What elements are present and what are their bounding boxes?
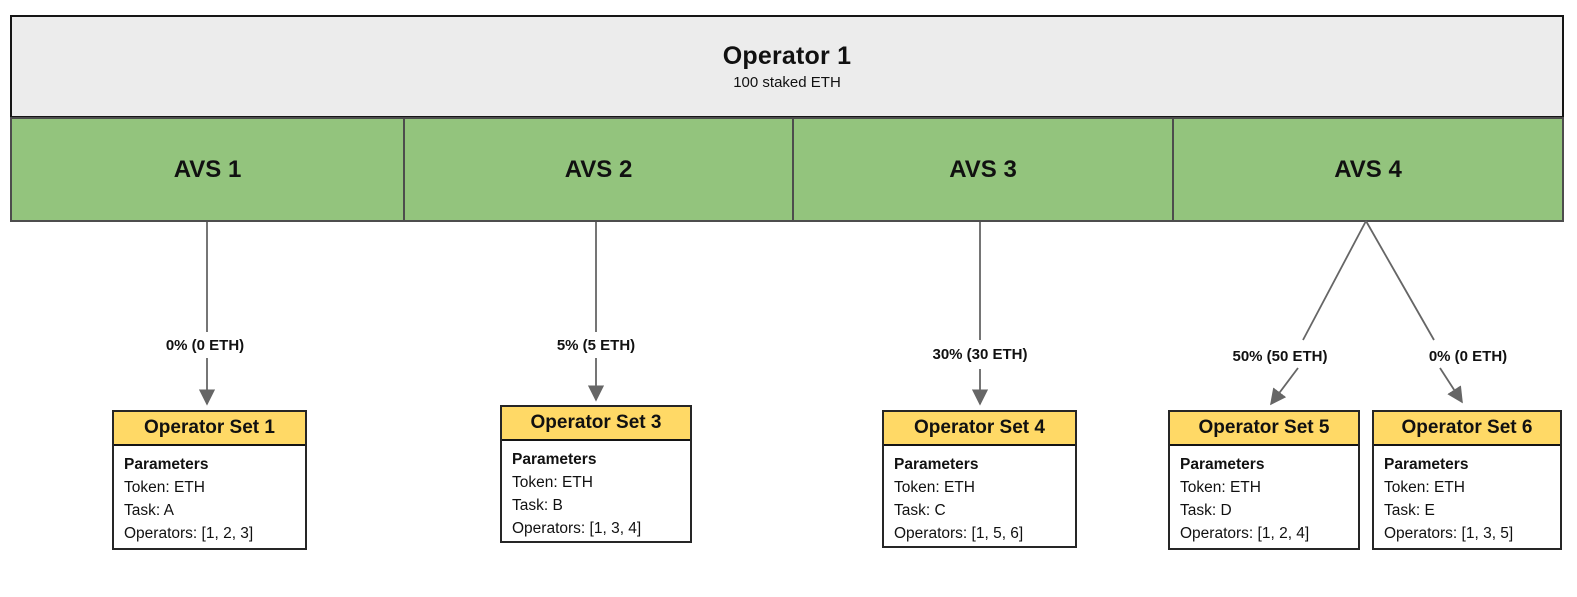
allocation-label-avs4-left: 50% (50 ETH) bbox=[1232, 348, 1328, 365]
arrow-avs4-right-lower bbox=[1439, 367, 1463, 404]
param-token: Token: ETH bbox=[1180, 479, 1261, 496]
params-heading: Parameters bbox=[124, 456, 209, 473]
param-token: Token: ETH bbox=[512, 474, 593, 491]
arrow-avs4-right-upper bbox=[1365, 220, 1435, 341]
avs-cell-2: AVS 2 bbox=[403, 119, 792, 220]
allocation-label-avs1: 0% (0 ETH) bbox=[165, 337, 245, 354]
operator-set-card-1: Operator Set 1 Parameters Token: ETH Tas… bbox=[112, 410, 307, 550]
avs-cell-1: AVS 1 bbox=[173, 155, 242, 183]
operator-set-title: Operator Set 3 bbox=[502, 407, 690, 441]
param-token: Token: ETH bbox=[124, 479, 205, 496]
params-heading: Parameters bbox=[894, 456, 979, 473]
avs-band: AVS 1 AVS 2 AVS 3 AVS 4 bbox=[10, 117, 1564, 222]
params-heading: Parameters bbox=[512, 451, 597, 468]
allocation-label-avs3: 30% (30 ETH) bbox=[932, 346, 1028, 363]
operator-set-card-6: Operator Set 6 Parameters Token: ETH Tas… bbox=[1372, 410, 1562, 550]
param-task: Task: A bbox=[124, 502, 174, 519]
operator-set-title: Operator Set 1 bbox=[114, 412, 305, 446]
operator-set-title: Operator Set 6 bbox=[1374, 412, 1560, 446]
operator-title: Operator 1 bbox=[722, 42, 852, 70]
allocation-label-avs4-right: 0% (0 ETH) bbox=[1428, 348, 1508, 365]
params-heading: Parameters bbox=[1384, 456, 1469, 473]
operator-stake: 100 staked ETH bbox=[733, 74, 841, 91]
operator-set-params: Parameters Token: ETH Task: D Operators:… bbox=[1170, 446, 1358, 545]
operator-set-params: Parameters Token: ETH Task: A Operators:… bbox=[114, 446, 305, 545]
operator-set-params: Parameters Token: ETH Task: C Operators:… bbox=[884, 446, 1075, 545]
avs-cell-4: AVS 4 bbox=[1172, 119, 1562, 220]
arrow-avs4-left-lower bbox=[1270, 367, 1299, 406]
operator-set-card-3: Operator Set 3 Parameters Token: ETH Tas… bbox=[500, 405, 692, 543]
param-task: Task: C bbox=[894, 502, 946, 519]
param-task: Task: E bbox=[1384, 502, 1435, 519]
avs-cell-3: AVS 3 bbox=[792, 119, 1172, 220]
param-task: Task: D bbox=[1180, 502, 1232, 519]
operator-node: Operator 1 100 staked ETH bbox=[10, 15, 1564, 118]
param-token: Token: ETH bbox=[894, 479, 975, 496]
param-operators: Operators: [1, 5, 6] bbox=[894, 525, 1024, 542]
operator-set-params: Parameters Token: ETH Task: E Operators:… bbox=[1374, 446, 1560, 545]
operator-set-card-4: Operator Set 4 Parameters Token: ETH Tas… bbox=[882, 410, 1077, 548]
param-token: Token: ETH bbox=[1384, 479, 1465, 496]
operator-set-params: Parameters Token: ETH Task: B Operators:… bbox=[502, 441, 690, 540]
param-task: Task: B bbox=[512, 497, 563, 514]
arrow-avs4-left-upper bbox=[1302, 220, 1367, 341]
param-operators: Operators: [1, 2, 3] bbox=[124, 525, 254, 542]
param-operators: Operators: [1, 2, 4] bbox=[1180, 525, 1310, 542]
operator-set-title: Operator Set 5 bbox=[1170, 412, 1358, 446]
allocation-label-avs2: 5% (5 ETH) bbox=[556, 337, 636, 354]
param-operators: Operators: [1, 3, 4] bbox=[512, 520, 642, 537]
operator-set-card-5: Operator Set 5 Parameters Token: ETH Tas… bbox=[1168, 410, 1360, 550]
operator-set-title: Operator Set 4 bbox=[884, 412, 1075, 446]
param-operators: Operators: [1, 3, 5] bbox=[1384, 525, 1514, 542]
params-heading: Parameters bbox=[1180, 456, 1265, 473]
